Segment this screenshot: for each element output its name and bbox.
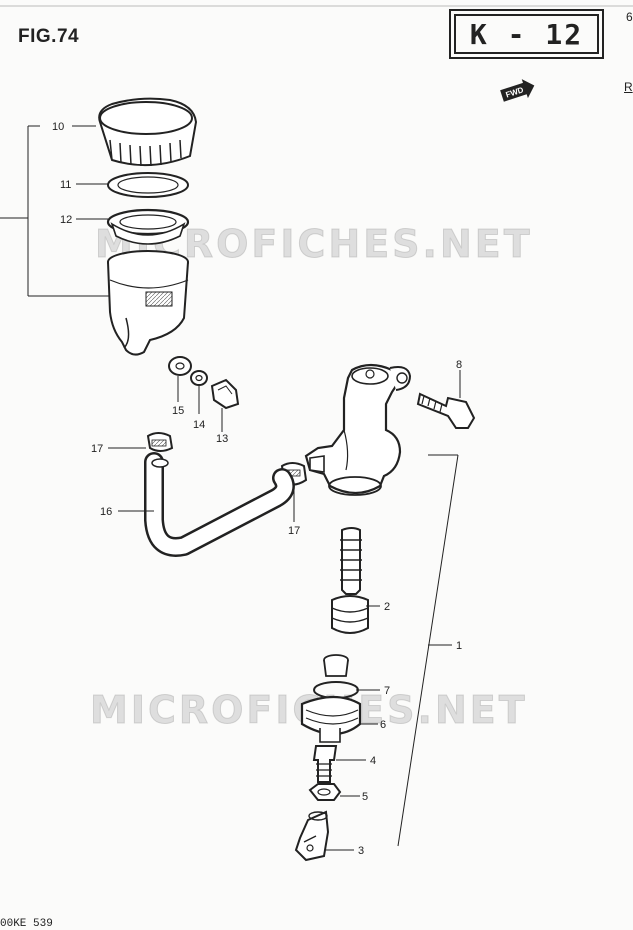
footer-code: 00KE 539 [0, 918, 53, 930]
fwd-arrow-icon: FWD [500, 79, 535, 102]
group-bracket-master-cylinder [397, 454, 459, 847]
callout-17-upper: 17 [91, 443, 103, 455]
reservoir-cap [98, 97, 198, 167]
leader-lines [72, 125, 461, 851]
reservoir-hose [144, 452, 295, 557]
callout-7: 7 [384, 685, 390, 697]
reservoir-body [107, 250, 189, 356]
diaphragm [106, 208, 190, 245]
callout-2: 2 [384, 601, 390, 613]
callout-1: 1 [456, 640, 462, 652]
callout-15: 15 [172, 405, 184, 417]
push-rod [312, 745, 338, 783]
callout-6: 6 [380, 719, 386, 731]
edge-mark-r: R [624, 80, 633, 94]
edge-mark-top: 6 [626, 10, 633, 24]
screw [210, 378, 240, 410]
hose-clamp [146, 432, 174, 452]
callout-8: 8 [456, 359, 462, 371]
callout-11: 11 [60, 179, 71, 191]
dust-boot [300, 695, 362, 743]
circlip [313, 681, 359, 699]
callout-3: 3 [358, 845, 364, 857]
callout-17-lower: 17 [288, 525, 300, 537]
callout-4: 4 [370, 755, 376, 767]
callout-16: 16 [100, 506, 112, 518]
piston-assembly [331, 527, 369, 634]
mounting-bolt [416, 392, 476, 429]
lock-nut [308, 783, 342, 801]
callout-14: 14 [193, 419, 205, 431]
washer-small [190, 370, 208, 386]
page-code-box: K - 12 [449, 9, 604, 59]
figure-title: FIG.74 [18, 26, 80, 47]
rod-end-cap [323, 654, 349, 677]
page-code: K - 12 [454, 14, 599, 54]
group-bracket-reservoir [0, 125, 110, 297]
rod-end-clevis [294, 810, 330, 862]
callout-5: 5 [362, 791, 368, 803]
callout-10: 10 [52, 121, 64, 133]
callout-12: 12 [60, 214, 72, 226]
washer [168, 356, 192, 376]
callout-13: 13 [216, 433, 228, 445]
diaphragm-plate [107, 172, 189, 198]
master-cylinder-body [304, 363, 412, 496]
